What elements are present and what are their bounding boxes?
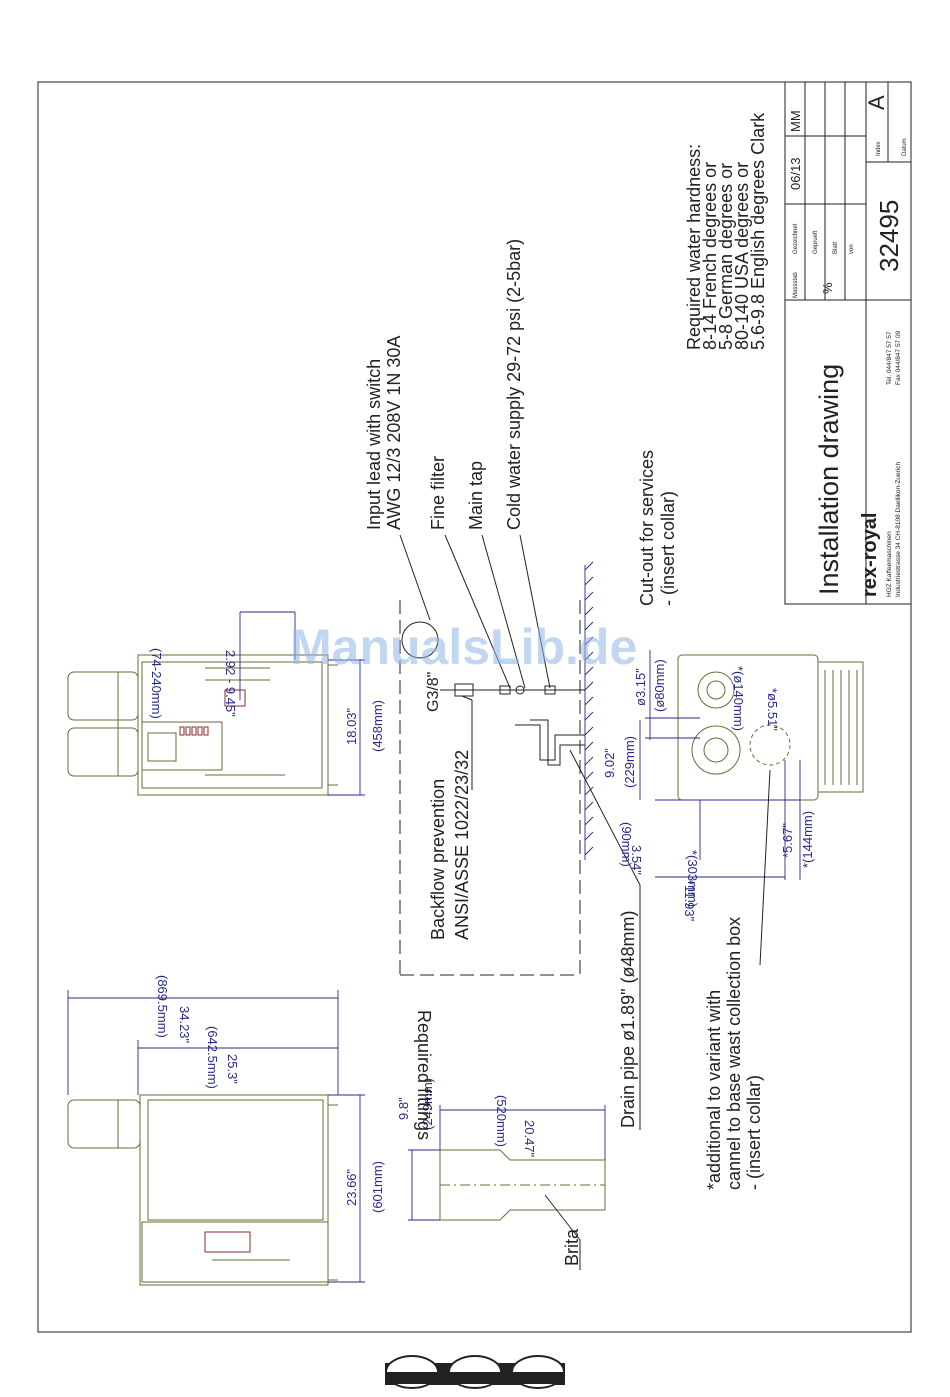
dim-text: 25.3"	[225, 1054, 240, 1084]
dim-text: 2.92 - 9.45"	[223, 650, 238, 717]
g38-label: G3/8"	[425, 672, 442, 712]
machine-side-view	[67, 1094, 338, 1286]
footer-logo	[385, 1355, 565, 1389]
dim-text: 20.47"	[522, 1120, 537, 1158]
cutout-insert-collar: - (insert collar)	[658, 491, 678, 606]
cutout-top-view: Cut-out for services - (insert collar) ø…	[602, 450, 864, 1190]
title-block-gezeichnet: Gezeichnet	[793, 223, 799, 254]
title-block: Massstab Gezeichnet Geprueft Blatt von %…	[784, 81, 912, 605]
machine-front-view	[67, 654, 338, 796]
dim-text: (458mm)	[370, 700, 385, 752]
dim-text: *ø5.51"	[765, 688, 780, 731]
dim-34-23: 34.23" (869.5mm)	[67, 975, 339, 1095]
input-lead-spec: AWG 12/3 208V 1N 30A	[384, 336, 404, 530]
required-fittings-group: Required fittings G3/8" Backflow prevent…	[364, 239, 641, 1140]
cutout-label: Cut-out for services	[637, 450, 657, 606]
title-block-datum-label: Datum	[902, 138, 908, 156]
drawing-number: 32495	[874, 200, 904, 272]
dim-text: (520mm)	[494, 1095, 509, 1147]
title-block-blatt: Blatt	[833, 242, 839, 254]
brita-label: Brita	[562, 1228, 582, 1266]
dim-text: 3.54"	[629, 845, 644, 875]
dim-text: 18.03"	[344, 707, 359, 745]
main-tap-label: Main tap	[466, 461, 486, 530]
cold-water-label: Cold water supply 29-72 psi (2-5bar)	[504, 239, 524, 530]
dim-text: (74-240mm)	[149, 648, 164, 719]
dim-text: (601mm)	[370, 1161, 385, 1213]
backflow-label: Backflow prevention	[428, 779, 448, 940]
drain-pipe-label: Drain pipe ø1.89" (ø48mm)	[618, 911, 638, 1128]
watermark: ManualsLib.de	[290, 619, 637, 675]
dim-text: *11.93"	[682, 880, 697, 922]
company-address: Industriestrasse 34 CH-8108 Daellikon-Zu…	[895, 461, 902, 597]
fine-filter-label: Fine filter	[428, 456, 448, 530]
title-block-geprueft: Geprueft	[813, 230, 819, 254]
dim-25-3: 25.3" (642.5mm)	[137, 1026, 338, 1095]
additional-note-3: - (insert collar)	[744, 1075, 764, 1190]
dim-text: (869.5mm)	[155, 975, 170, 1038]
title-block-date: 06/13	[788, 157, 803, 190]
dim-text: (ø80mm)	[652, 659, 667, 712]
hardness-title: Required water hardness:	[684, 144, 704, 350]
dim-text: *(ø140mm)	[731, 666, 746, 731]
dim-text: 9.02"	[602, 748, 617, 778]
hardness-line: 8-14 French degrees or	[700, 162, 720, 350]
title-block-von: von	[849, 244, 855, 254]
dim-18-03: 18.03" (458mm)	[328, 659, 385, 796]
dim-text: *(303mm)	[685, 850, 700, 907]
dim-23-66: 23.66" (601mm)	[328, 1094, 385, 1283]
required-fittings-label: Required fittings	[414, 1010, 434, 1140]
dim-text: *(144mm)	[800, 811, 815, 868]
dim-text: 34.23"	[177, 1006, 192, 1044]
title-block-index-label: Index	[876, 141, 882, 156]
title-block-index-value: A	[864, 95, 889, 110]
company-fax: Fax 044/847 57 09	[895, 330, 902, 385]
backflow-standard: ANSI/ASSE 1022/23/32	[452, 750, 472, 940]
dim-text: ø3.15"	[633, 668, 648, 706]
hardness-line: 80-140 USA degrees or	[732, 162, 752, 350]
dim-text: (642.5mm)	[205, 1026, 220, 1089]
company-tel: Tel. 044/847 57 57	[886, 331, 893, 385]
title-block-drawn-by: MM	[788, 110, 803, 132]
title-block-massstab: Massstab	[793, 272, 799, 298]
hardness-line: 5.6-9.8 English degrees Clark	[748, 112, 768, 350]
additional-note-1: *additional to variant with	[704, 990, 724, 1190]
dim-text: 9.8"	[396, 1097, 411, 1120]
title-block-scale: %	[820, 282, 835, 294]
drawing-border	[37, 81, 912, 1333]
company-name: HGZ Kaffeemaschinen	[886, 531, 893, 597]
hardness-line: 5-8 German degrees or	[716, 163, 736, 350]
dim-2-92-9-45: 2.92 - 9.45" (74-240mm)	[149, 611, 296, 719]
input-lead-label: Input lead with switch	[364, 359, 384, 530]
additional-note-2: cannel to base wast collection box	[724, 917, 744, 1190]
drawing-title: Installation drawing	[814, 364, 844, 595]
brand-logo: rex-royal	[859, 513, 881, 598]
dim-text: (229mm)	[622, 736, 637, 788]
dim-text: 23.66"	[344, 1168, 359, 1206]
dim-text: *5.67"	[780, 823, 795, 858]
dim-text: (90mm)	[619, 822, 634, 867]
dim-text: (249mm)	[420, 1078, 435, 1130]
brita-filter: 20.47" (520mm) 9.8" (249mm) Brita	[396, 1078, 606, 1270]
water-hardness-notes: Required water hardness: 8-14 French deg…	[684, 112, 768, 350]
